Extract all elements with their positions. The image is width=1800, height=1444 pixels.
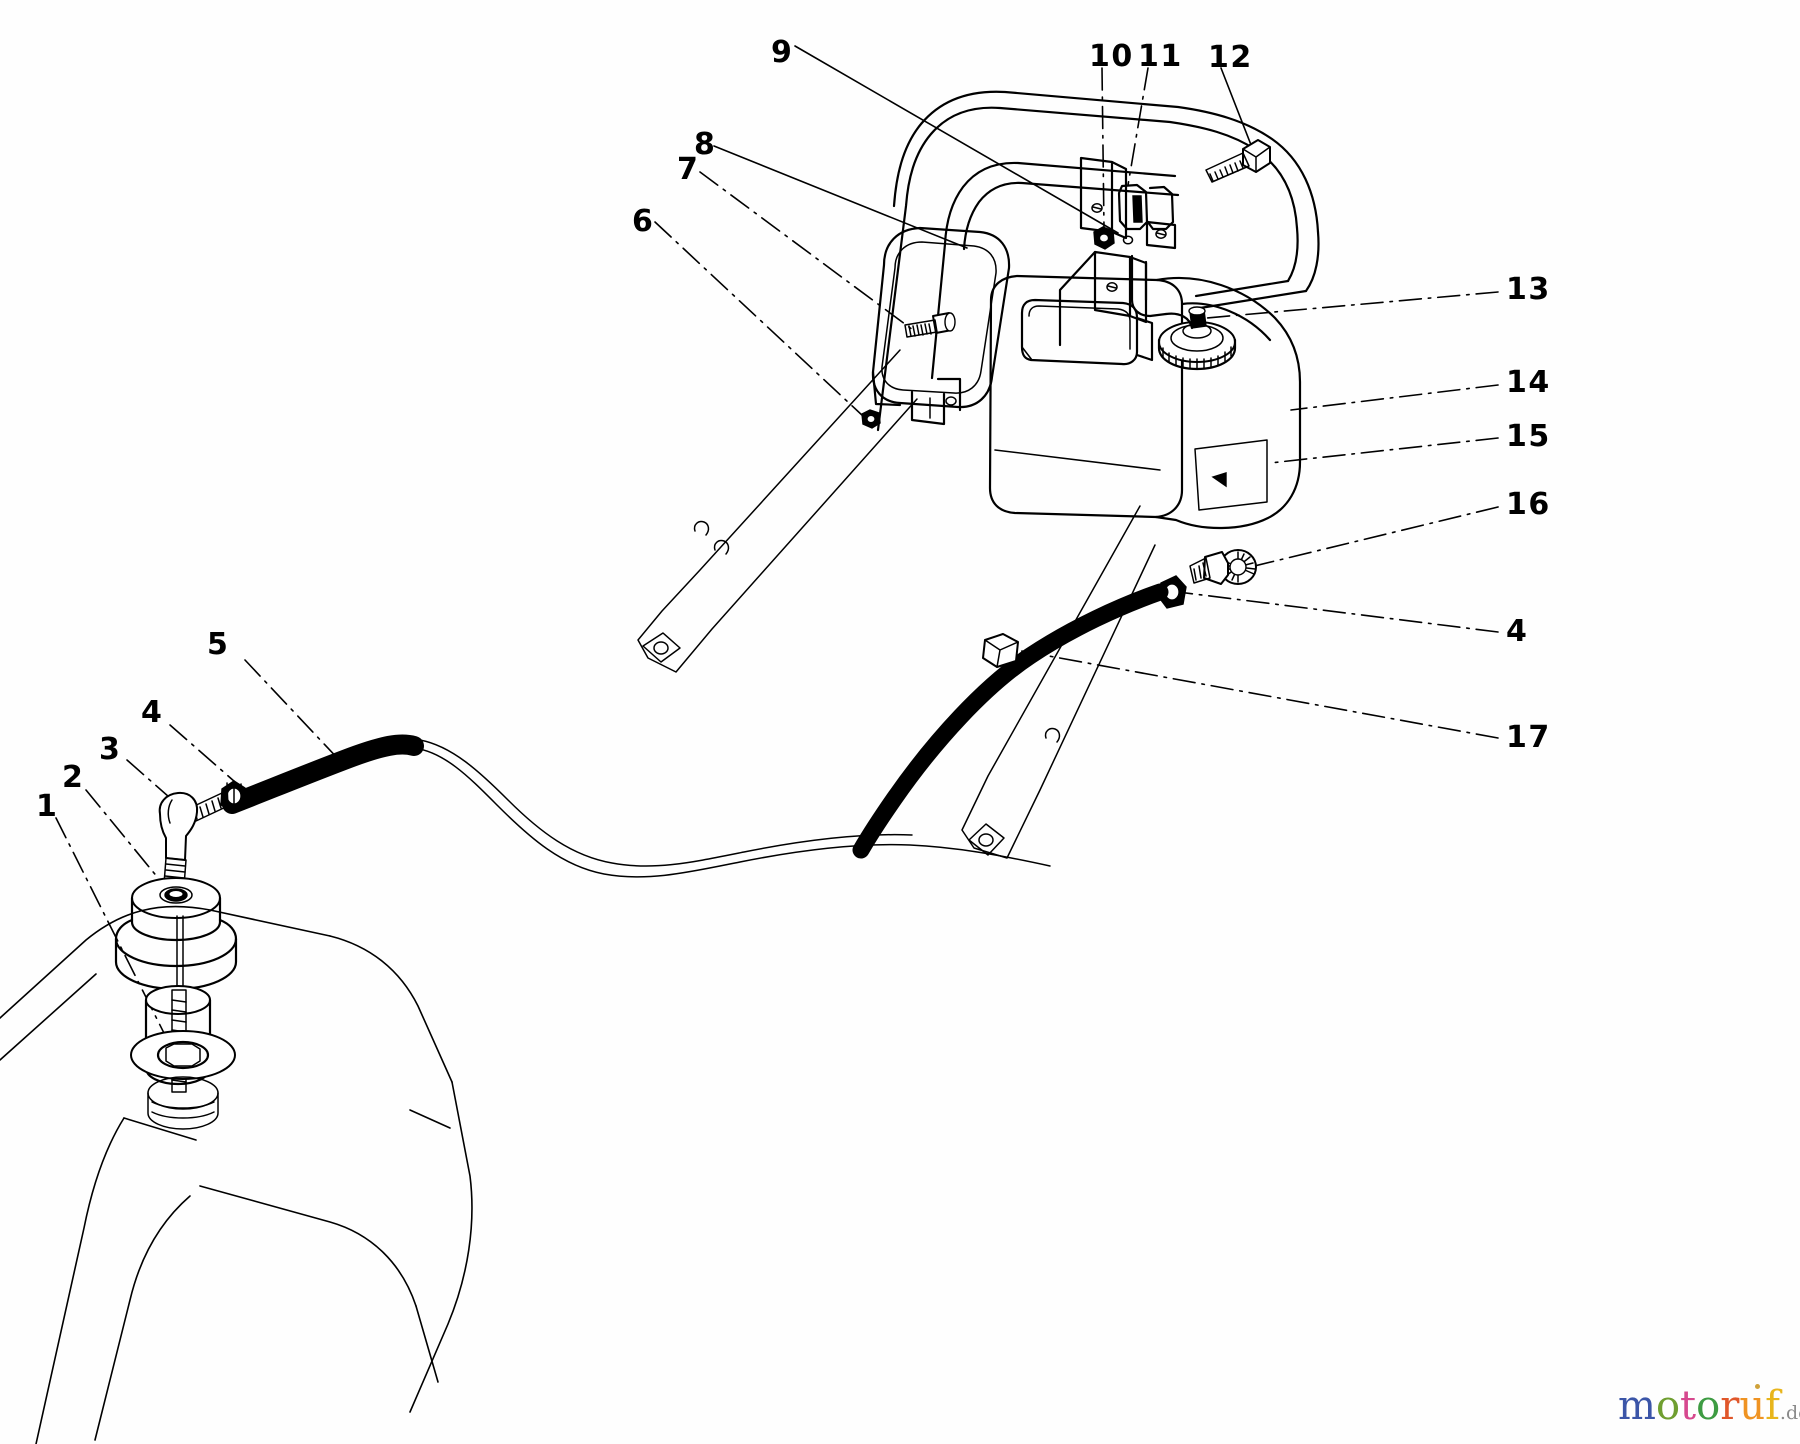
washer-1 (130, 1030, 236, 1080)
handle-bracket-plate (1058, 156, 1148, 347)
callout-3: 3 (99, 732, 122, 767)
fuel-line-hose-right (852, 583, 1169, 859)
fuel-hose-left (222, 734, 1051, 878)
tank-hold-down-strap (1130, 254, 1194, 330)
watermark-letter-f: f (1765, 1383, 1780, 1429)
callout-6: 6 (632, 204, 655, 239)
callout-4: 4 (141, 695, 164, 730)
carriage-bolt (904, 312, 956, 338)
callout-9: 9 (771, 35, 794, 70)
callout-16: 16 (1506, 487, 1551, 522)
hex-bolt-12 (1205, 139, 1271, 183)
mower-deck-phantom (0, 905, 473, 1444)
callout-1: 1 (36, 789, 59, 824)
lock-nut-6 (861, 409, 881, 429)
callout-10: 10 (1089, 39, 1134, 74)
watermark-letter-r: r (1720, 1383, 1740, 1429)
detached-fitting (982, 633, 1019, 668)
handle-support-struts (637, 349, 1156, 859)
callout-7: 7 (677, 152, 700, 187)
clamp-bracket (1117, 183, 1177, 250)
watermark-letter-m: m (1618, 1383, 1656, 1429)
callout-4-right: 4 (1506, 614, 1529, 649)
handle-support-loop (871, 226, 1011, 426)
watermark-letter-o2: o (1696, 1383, 1721, 1429)
deck-mount-boss (147, 1076, 219, 1130)
watermark-letter-t: t (1680, 1383, 1697, 1429)
tank-decal (1194, 439, 1268, 511)
fuel-tank (988, 274, 1302, 530)
watermark-letter-o1: o (1655, 1383, 1681, 1429)
fuel-tank-cap (1157, 306, 1237, 371)
motoruf-watermark: motoruf.de (1618, 1383, 1800, 1429)
watermark-letter-u: u (1739, 1383, 1766, 1429)
callout-17: 17 (1506, 720, 1551, 755)
callout-15: 15 (1506, 419, 1551, 454)
callout-12: 12 (1208, 40, 1253, 75)
elbow-fitting (158, 791, 229, 887)
callout-13: 13 (1506, 272, 1551, 307)
leader-lines (55, 45, 1499, 1056)
fuel-shutoff-valve (1157, 549, 1257, 609)
callout-8: 8 (694, 127, 717, 162)
callout-11: 11 (1138, 39, 1183, 74)
callout-14: 14 (1506, 365, 1551, 400)
nut-10 (1093, 226, 1115, 250)
watermark-dot-icon (1755, 1384, 1760, 1389)
callout-2: 2 (62, 760, 85, 795)
callout-5: 5 (207, 627, 230, 662)
watermark-suffix: .de (1779, 1402, 1800, 1424)
